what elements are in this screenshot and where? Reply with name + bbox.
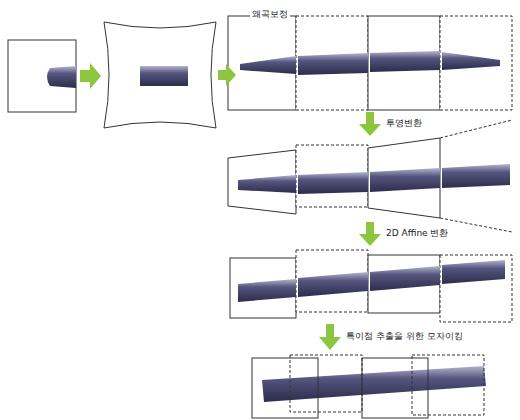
step-label: 투영변환 <box>384 118 424 129</box>
step-label: 특이점 추출을 위한 모자이킹 <box>344 331 465 342</box>
step-label: 2D Affine 변환 <box>384 228 450 239</box>
step-label: 왜곡보정 <box>250 9 290 20</box>
